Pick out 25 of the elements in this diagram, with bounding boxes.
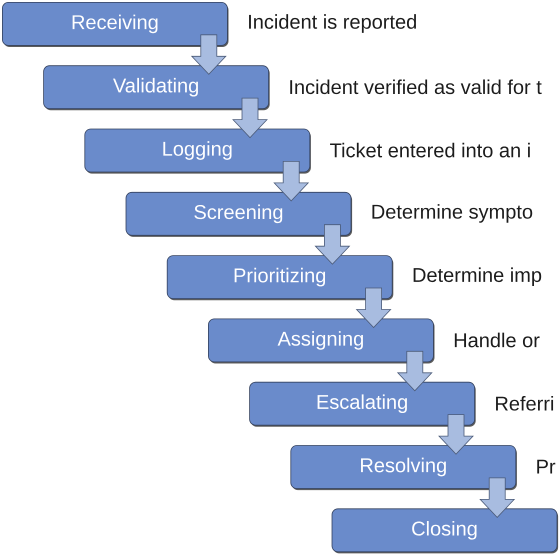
process-box: Resolving	[290, 445, 517, 490]
step-description: Incident is reported	[249, 14, 416, 33]
step-description: Referri	[496, 396, 554, 411]
arrow	[314, 224, 350, 265]
step-description: Ticket entered into an i	[330, 142, 530, 158]
arrow	[273, 161, 310, 202]
process-box: Escalating	[249, 382, 476, 427]
process-box: Assigning	[208, 318, 434, 364]
arrow	[232, 98, 268, 138]
process-box: Prioritizing	[166, 255, 394, 300]
arrow	[190, 34, 227, 75]
process-box: Closing	[332, 508, 558, 554]
step-description: Incident verified as valid for t	[290, 79, 542, 94]
arrow	[396, 350, 433, 392]
process-box: Screening	[126, 192, 352, 237]
step-description: Determine sympto	[372, 204, 532, 223]
process-box: Logging	[84, 128, 311, 174]
process-box: Validating	[43, 65, 270, 110]
process-box: Receiving	[2, 2, 228, 47]
arrow	[438, 414, 474, 455]
step-description: Determine imp	[414, 267, 542, 286]
step-description: Pr	[537, 460, 556, 474]
arrow	[356, 288, 392, 328]
step-description: Handle or	[454, 332, 540, 348]
arrow	[479, 478, 516, 518]
